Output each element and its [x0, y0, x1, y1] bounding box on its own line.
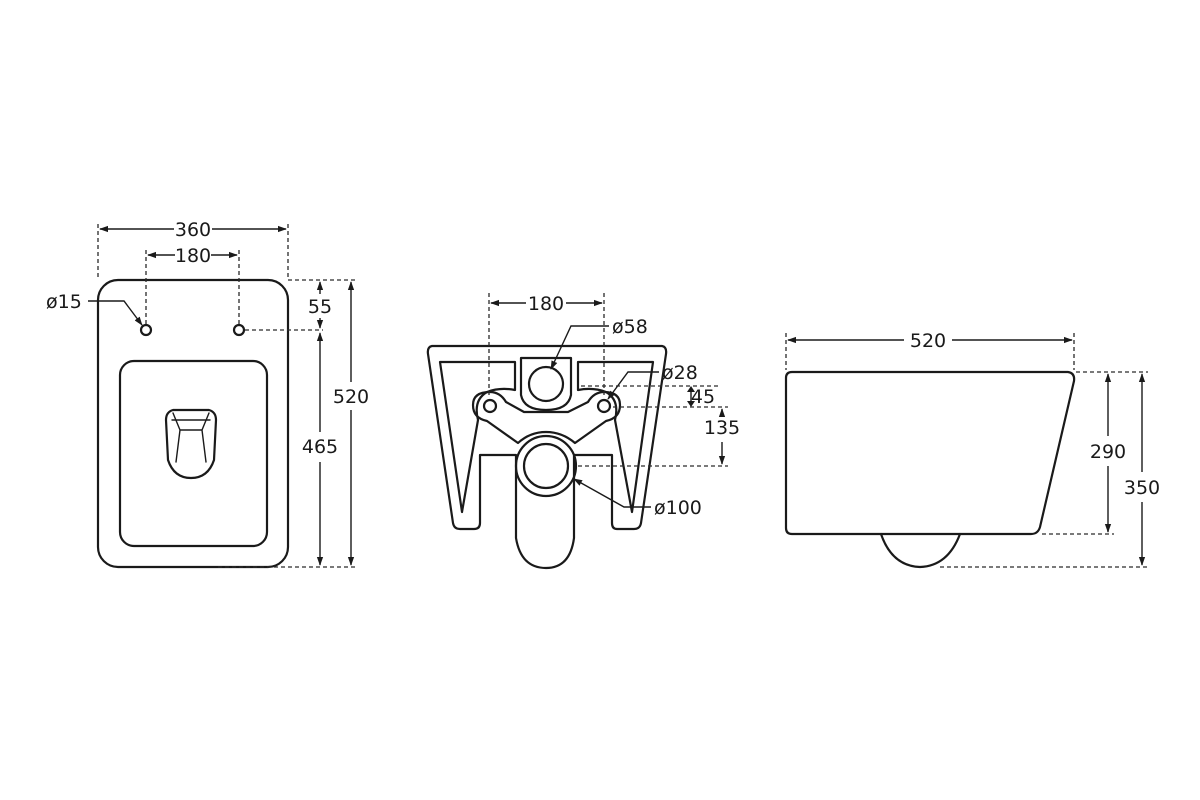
- dim-label-350: 350: [1124, 477, 1160, 499]
- dim-label-dia-15: ø15: [46, 291, 82, 313]
- top-view: 360 180 ø15 55 465 520: [46, 219, 369, 569]
- top-view-seat-hole-right: [232, 323, 246, 337]
- dim-label-180-back: 180: [528, 293, 564, 315]
- top-view-drain-inner: [171, 412, 211, 463]
- side-view-body: [784, 370, 1076, 536]
- dim-label-dia-58: ø58: [612, 316, 648, 338]
- back-view-outlet-inner: [522, 442, 570, 490]
- dim-label-55: 55: [308, 296, 332, 318]
- dim-label-520-top: 520: [333, 386, 369, 408]
- dim-label-520-side: 520: [910, 330, 946, 352]
- back-view-inlet-housing: [519, 356, 573, 412]
- back-view-bolt-hole-left: [482, 398, 498, 414]
- top-view-seat-hole-left: [139, 323, 153, 337]
- side-view-outlet: [879, 532, 962, 569]
- side-view: 520 290 350: [784, 330, 1160, 569]
- back-view-outline: [426, 344, 668, 570]
- back-view-bolt-hole-right: [596, 398, 612, 414]
- top-view-drain: [164, 408, 218, 480]
- back-view-bracket: [471, 390, 622, 445]
- top-view-bowl: [118, 359, 269, 548]
- dim-label-360: 360: [175, 219, 211, 241]
- dim-label-290: 290: [1090, 441, 1126, 463]
- back-view: 180 ø58 ø28 45 135 ø100: [426, 293, 740, 570]
- top-view-outline: [96, 278, 290, 569]
- dim-label-180-top: 180: [175, 245, 211, 267]
- dim-label-135: 135: [704, 417, 740, 439]
- dim-label-45: 45: [691, 386, 715, 408]
- back-view-inner-right: [576, 360, 655, 514]
- back-view-outlet-outer: [514, 434, 578, 498]
- back-view-inner-left: [438, 360, 517, 514]
- dim-label-dia-100: ø100: [654, 497, 702, 519]
- dim-label-dia-28: ø28: [662, 362, 698, 384]
- dim-label-465: 465: [302, 436, 338, 458]
- back-view-inlet: [527, 365, 565, 403]
